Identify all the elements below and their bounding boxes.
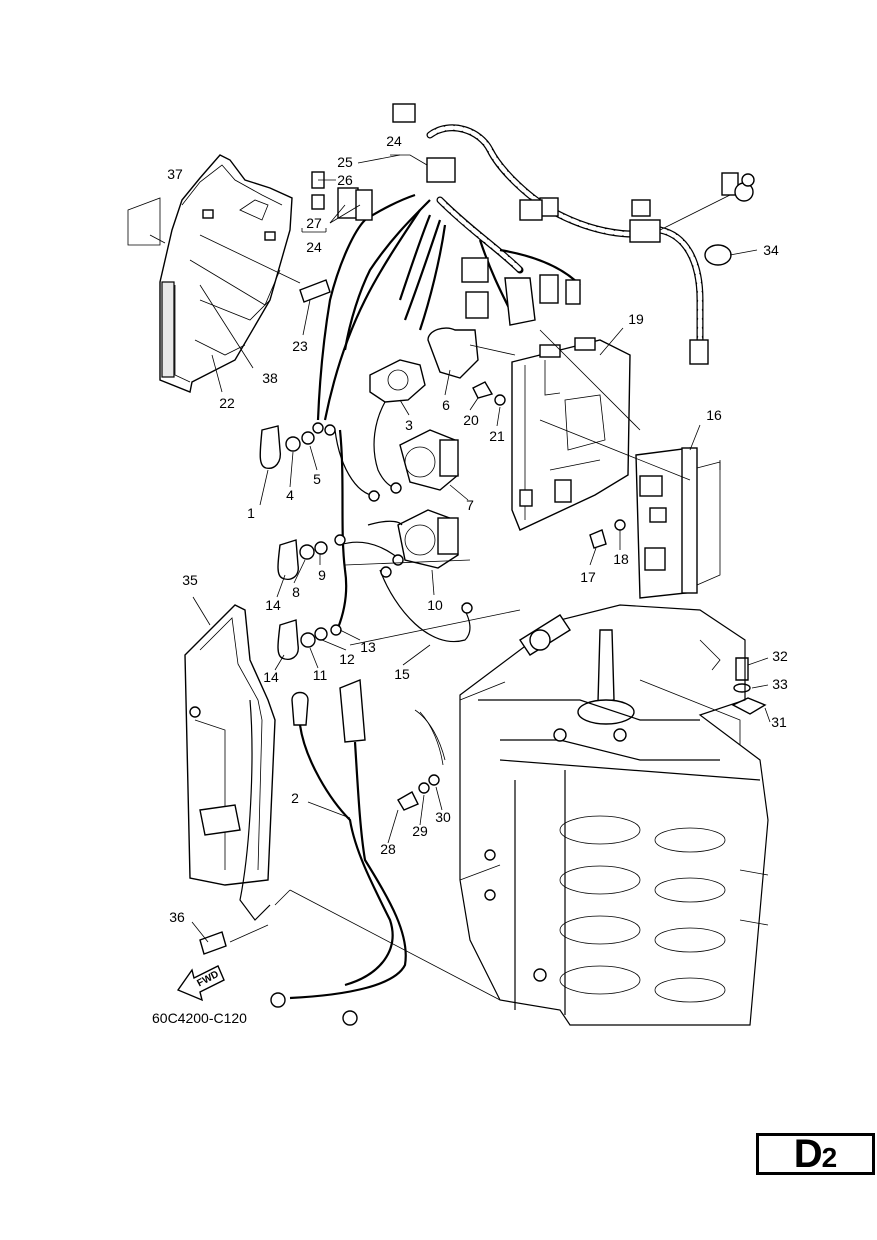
page-id-number: 2 — [821, 1142, 838, 1173]
nuts-and-washers — [285, 431, 328, 648]
callout-21: 21 — [489, 428, 505, 444]
callout-23: 23 — [292, 338, 308, 354]
callout-2: 2 — [291, 790, 299, 806]
clamp-34 — [704, 244, 732, 266]
bolt-28 — [397, 791, 419, 811]
callout-26: 26 — [337, 172, 353, 188]
washer-18 — [614, 519, 626, 531]
callout-19: 19 — [628, 311, 644, 327]
washer-33 — [733, 683, 751, 693]
callout-31: 31 — [771, 714, 787, 730]
lead-wire-d — [367, 520, 403, 526]
callout-3: 3 — [405, 417, 413, 433]
plate-31 — [731, 697, 767, 715]
callout-24a: 24 — [386, 133, 402, 149]
callout-29: 29 — [412, 823, 428, 839]
lead-wire-c — [339, 541, 401, 561]
callout-12: 12 — [339, 651, 355, 667]
callout-35: 35 — [182, 572, 198, 588]
callout-14a: 14 — [265, 597, 281, 613]
starter-relay-3 — [369, 359, 426, 403]
harness-connectors — [311, 103, 755, 365]
bolt-32 — [735, 657, 749, 681]
diagram-reference-code: 60C4200-C120 — [152, 1010, 247, 1026]
wiring-harness — [316, 124, 741, 421]
callout-9: 9 — [318, 567, 326, 583]
callout-13: 13 — [360, 639, 376, 655]
fuse-23 — [299, 279, 331, 303]
washer-21 — [494, 394, 506, 406]
callout-30: 30 — [435, 809, 451, 825]
callout-18: 18 — [613, 551, 629, 567]
callout-labels: 1 2 3 4 5 6 7 8 9 10 11 12 13 14 14 15 1… — [167, 133, 788, 925]
callout-32: 32 — [772, 648, 788, 664]
callout-34: 34 — [763, 242, 779, 258]
bolt-20 — [472, 381, 494, 399]
callout-24b: 24 — [306, 239, 322, 255]
callout-27: 27 — [306, 215, 322, 231]
callout-28: 28 — [380, 841, 396, 857]
page-id-letter: D — [793, 1132, 823, 1176]
label-plate-37 — [127, 197, 161, 246]
lead-wire-b — [373, 401, 401, 490]
callout-leaders — [149, 154, 771, 943]
callout-1: 1 — [247, 505, 255, 521]
callout-25: 25 — [337, 154, 353, 170]
callout-33: 33 — [772, 676, 788, 692]
battery-cable-2 — [270, 678, 407, 1026]
battery-lead-15 — [379, 569, 471, 643]
callout-11: 11 — [313, 667, 328, 683]
callout-10: 10 — [427, 597, 443, 613]
washer-29 — [418, 782, 430, 794]
cover-35 — [184, 604, 276, 921]
relay-7 — [399, 429, 459, 491]
callout-14b: 14 — [263, 669, 279, 685]
washer-30 — [428, 774, 440, 786]
callout-7: 7 — [466, 497, 474, 513]
callout-38: 38 — [262, 370, 278, 386]
callout-5: 5 — [313, 471, 321, 487]
callout-36: 36 — [169, 909, 185, 925]
reference-lines — [229, 329, 741, 1001]
relay-10 — [397, 509, 459, 569]
bolt-17 — [589, 529, 607, 549]
clip-6 — [427, 327, 479, 379]
callout-4: 4 — [286, 487, 294, 503]
callout-8: 8 — [292, 584, 300, 600]
electrical-box-cover — [159, 154, 293, 393]
callout-37: 37 — [167, 166, 183, 182]
callout-15: 15 — [394, 666, 410, 682]
cylinder-block — [459, 604, 769, 1026]
callout-22: 22 — [219, 395, 235, 411]
plate-16 — [635, 447, 721, 599]
bracket-19 — [511, 337, 631, 531]
callout-20: 20 — [463, 412, 479, 428]
callout-6: 6 — [442, 397, 450, 413]
page-identifier-box: D 2 — [756, 1133, 875, 1175]
callout-17: 17 — [580, 569, 596, 585]
terminal-boots — [259, 425, 299, 661]
screw-36 — [199, 931, 227, 955]
callout-16: 16 — [706, 407, 722, 423]
ground-lead-13 — [336, 429, 348, 629]
forward-direction-arrow: FWD — [176, 965, 225, 1002]
